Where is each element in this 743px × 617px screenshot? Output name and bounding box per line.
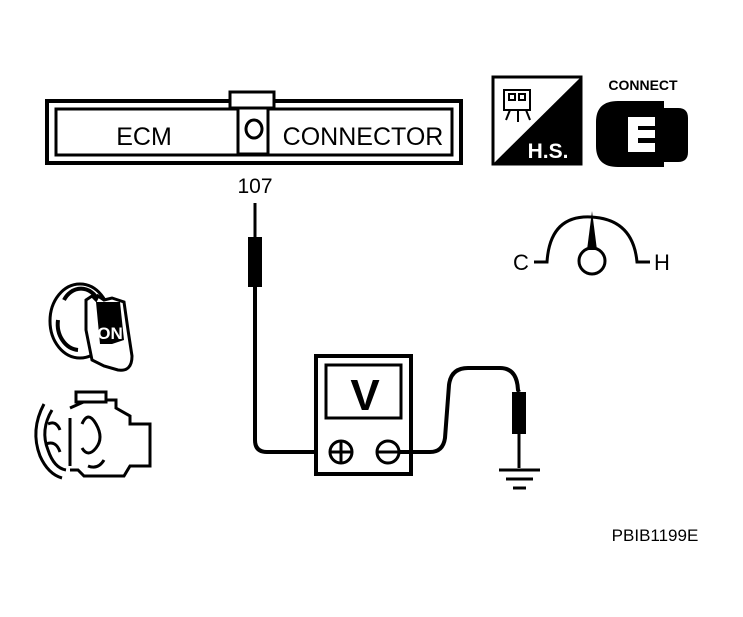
connect-label: CONNECT xyxy=(608,77,678,93)
gauge-cold-label: C xyxy=(513,250,529,275)
negative-probe xyxy=(399,366,526,468)
ground-icon xyxy=(499,468,540,490)
connector-ecm-label: ECM xyxy=(116,123,172,151)
engine-running-icon xyxy=(34,390,152,480)
figure-code: PBIB1199E xyxy=(612,526,699,545)
positive-probe xyxy=(248,203,330,454)
ignition-key-icon: ON xyxy=(48,282,134,372)
voltmeter-icon: V xyxy=(314,354,413,476)
connector-name-label: CONNECTOR xyxy=(283,123,444,151)
positive-terminal-icon xyxy=(328,439,354,465)
gauge-hot-label: H xyxy=(654,250,670,275)
ecm-connector: ECM CONNECTOR xyxy=(45,90,463,165)
temperature-gauge-icon: C H xyxy=(513,211,670,276)
harness-connector-icon: H.S. xyxy=(491,75,583,166)
ignition-label: ON xyxy=(97,324,123,343)
negative-terminal-icon xyxy=(375,439,401,465)
terminal-number: 107 xyxy=(237,175,272,198)
connector-plug-icon: CONNECT xyxy=(596,77,688,167)
connector-latch-icon xyxy=(244,118,264,140)
meter-label: V xyxy=(350,371,380,420)
harness-label: H.S. xyxy=(528,140,569,163)
